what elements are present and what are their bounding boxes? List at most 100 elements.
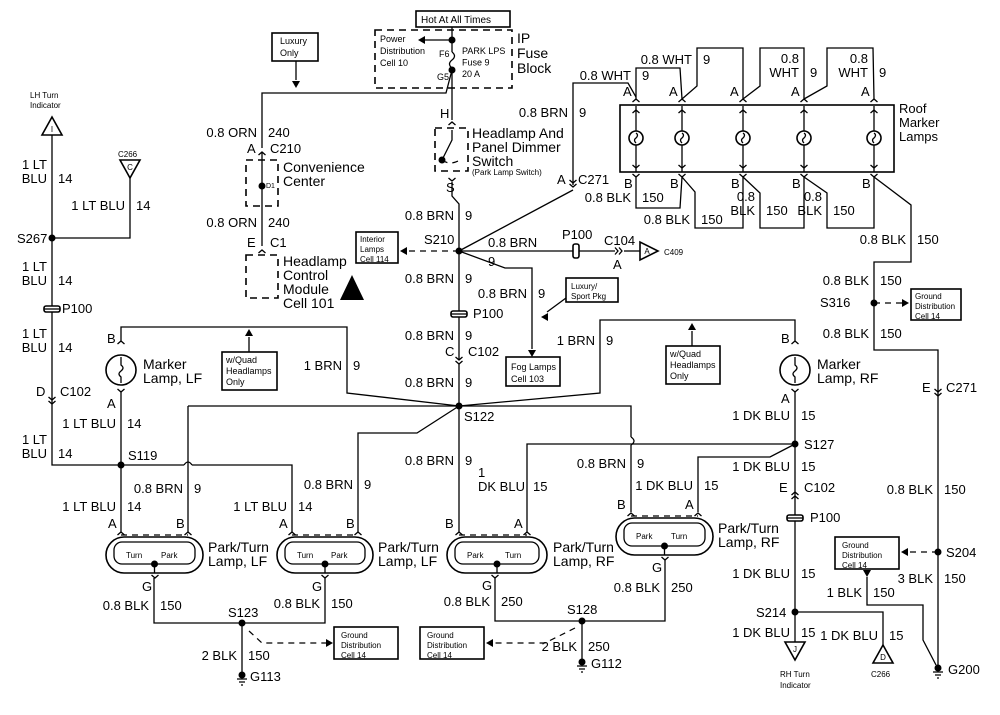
park-turn-lamp-lf2-label: Lamp, LF	[378, 553, 437, 569]
wire-color-label: BLK	[797, 203, 822, 218]
park-lps-fuse-label: 20 A	[462, 69, 480, 79]
wire	[803, 47, 875, 100]
ground-distribution-box-2-text: Ground	[427, 631, 454, 640]
connector-pin-icon	[791, 388, 799, 393]
connector-icon	[934, 388, 942, 393]
wire-circuit-label: 14	[298, 499, 312, 514]
wire-color-label: 0.8 ORN	[206, 215, 257, 230]
marker-lamp-lf	[105, 354, 137, 386]
park-turn-lamp-rf1-label: Park/Turn	[553, 539, 614, 555]
wire-color-label: 1 BRN	[557, 333, 595, 348]
wire-circuit-label: 240	[268, 215, 290, 230]
hot-at-all-times-box	[415, 10, 511, 28]
ground-distribution-4-text: Ground	[915, 292, 942, 301]
roof-marker-lamps-label: Lamps	[899, 129, 939, 144]
wire-circuit-label: 15	[704, 478, 718, 493]
roof-marker-lamps-label: Marker	[899, 115, 940, 130]
park-lps-fuse-label: PARK LPS	[462, 46, 505, 56]
wire	[357, 405, 460, 532]
marker-lamp-lf-label: Lamp, LF	[143, 370, 202, 386]
pin-a: A	[514, 516, 523, 531]
wire-color-label: 0.8	[781, 51, 799, 66]
connector-pin-icon	[678, 109, 686, 114]
connector-pin-icon	[800, 164, 808, 169]
wire-color-label: 0.8 BLK	[444, 594, 491, 609]
fog-lamps-label: Fog Lamps	[511, 362, 557, 372]
splice-s267	[48, 234, 56, 242]
headlamp-switch-label: Panel Dimmer	[472, 139, 561, 155]
pin-c: C	[445, 344, 454, 359]
wire	[681, 176, 744, 229]
connector-pin-icon	[661, 556, 669, 561]
connector-icon	[934, 392, 942, 397]
connector-icon	[569, 183, 577, 188]
arrow-icon	[541, 313, 548, 321]
connector-icon	[569, 179, 577, 184]
wire-color-label: 1 DK BLU	[732, 625, 790, 640]
pin-b: B	[346, 516, 355, 531]
ip-fuse-block-label: IP	[517, 30, 530, 46]
wire-color-label: 1 DK BLU	[635, 478, 693, 493]
power-distribution-label: Cell 10	[380, 58, 408, 68]
wire-circuit-label: 15	[889, 628, 903, 643]
connector-icon	[618, 247, 623, 255]
pin-g: G	[142, 579, 152, 594]
park-lps-fuse-label: Fuse 9	[462, 58, 490, 68]
pin-e: E	[247, 235, 256, 250]
pin-e: E	[779, 480, 788, 495]
headlamp-switch-label: Headlamp And	[472, 125, 564, 141]
wire	[681, 47, 744, 100]
wire-circuit-label: 150	[331, 596, 353, 611]
wire-color-label: BLU	[22, 340, 47, 355]
connector-pin-icon	[448, 177, 456, 182]
wire-circuit-label: 14	[127, 416, 141, 431]
splice-s210-label: S210	[424, 232, 454, 247]
wire-circuit-label: 9	[637, 456, 644, 471]
arrow-icon	[486, 639, 493, 647]
connector-icon	[455, 360, 463, 365]
pin-a: A	[247, 141, 256, 156]
wire-color-label: 1 LT BLU	[71, 198, 125, 213]
connector-pin-icon	[739, 109, 747, 114]
ip-fuse-block	[374, 29, 513, 89]
connector-c104: C104	[604, 233, 635, 248]
connector-pin-icon	[800, 109, 808, 114]
wire	[866, 577, 937, 666]
wire	[52, 178, 131, 239]
bulb-label: Turn	[505, 551, 521, 560]
wire	[873, 176, 939, 665]
headlamp-switch-box	[434, 127, 469, 172]
wire-color-label: 0.8	[737, 189, 755, 204]
wire-color-label: 0.8 BLK	[823, 326, 870, 341]
wire-circuit-label: 9	[194, 481, 201, 496]
wire-circuit-label: 9	[465, 328, 472, 343]
splice-s316-label: S316	[820, 295, 850, 310]
ground-distribution-box-1-text: Ground	[341, 631, 368, 640]
wire-color-label: 0.8	[804, 189, 822, 204]
marker-lamp-rf-label: Marker	[817, 356, 861, 372]
pin-a: A	[557, 172, 566, 187]
bulb-label: Park	[161, 551, 178, 560]
connector-pin-icon	[632, 173, 640, 178]
wire-circuit-label: 150	[701, 212, 723, 227]
wire	[526, 443, 795, 532]
switch-pin-h: H	[440, 106, 449, 121]
park-lamp-switch-note: (Park Lamp Switch)	[472, 168, 542, 177]
wire	[546, 297, 567, 313]
quad-headlamps-lf-label: Only	[226, 377, 245, 387]
pin-e: E	[922, 380, 931, 395]
pin-b: B	[107, 331, 116, 346]
wire-color-label: 0.8 BRN	[405, 271, 454, 286]
esd-warning-icon	[340, 275, 364, 300]
luxury-only-label: Only	[280, 48, 299, 58]
wire-color-label: 0.8 BRN	[304, 477, 353, 492]
ground-distribution-box-2-text: Distribution	[427, 641, 467, 650]
c266-bottom-label: C266	[871, 670, 891, 679]
splice-s122-label: S122	[464, 409, 494, 424]
connector-icon	[791, 495, 799, 500]
power-distribution-label: Power	[380, 34, 406, 44]
connector-pin-icon	[739, 98, 747, 103]
fog-lamps-label: Cell 103	[511, 374, 544, 384]
wire-circuit-label: 9	[465, 208, 472, 223]
